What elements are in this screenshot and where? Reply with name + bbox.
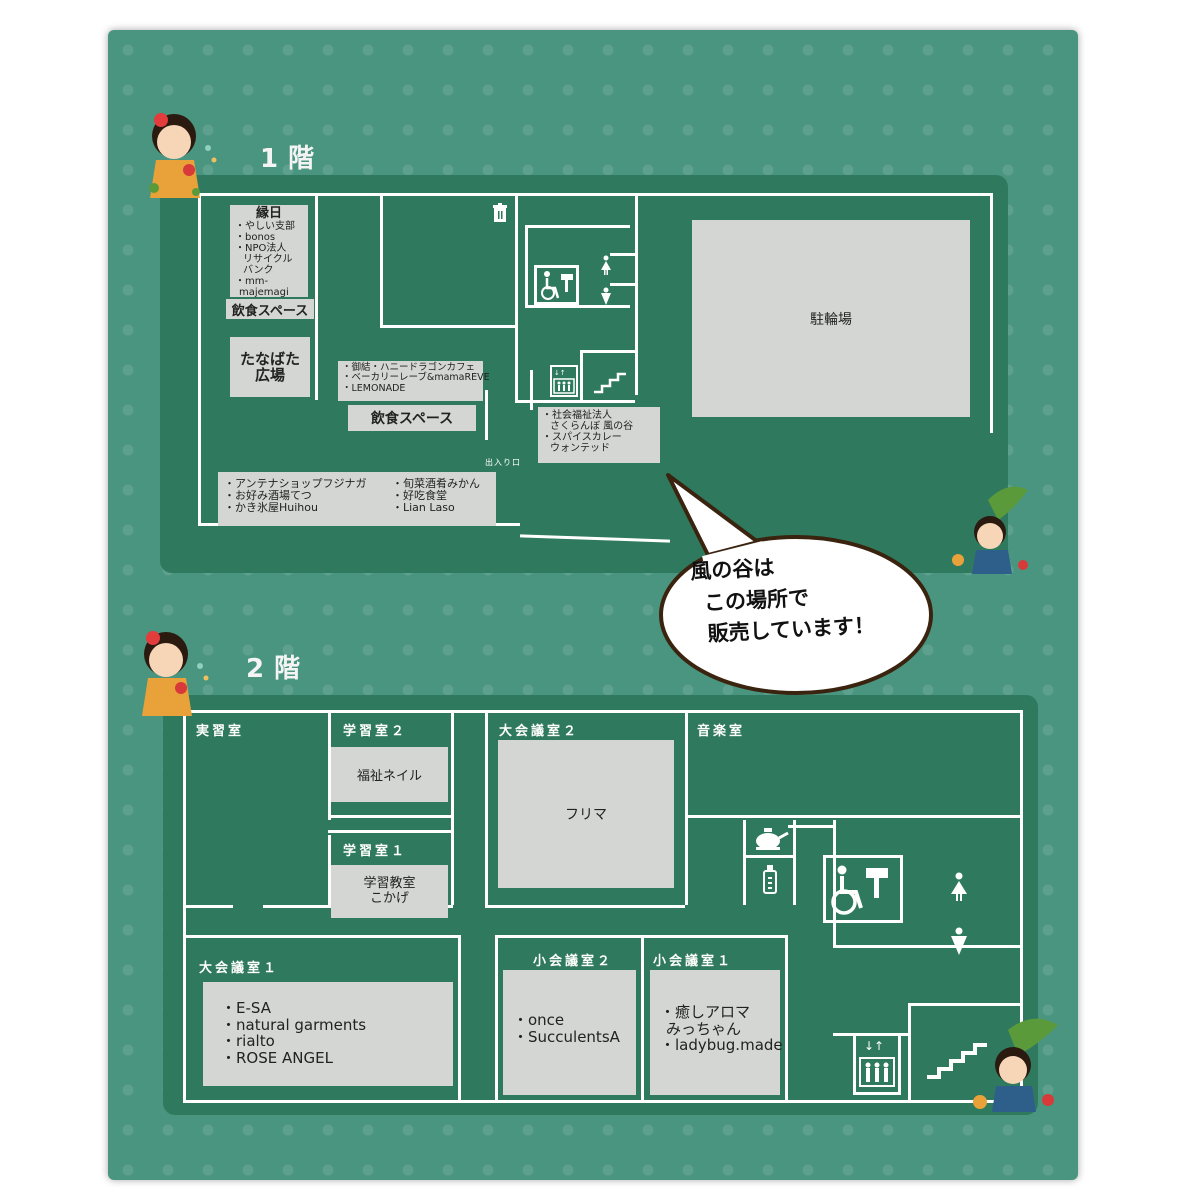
- study-room-1-label: 学習室１: [343, 844, 408, 859]
- wheelchair-icon: [541, 271, 573, 300]
- kokage-stall: 学習教室 こかげ: [331, 865, 448, 918]
- cafe-line: ・ベーカリーレーブ&mamaREVE: [342, 372, 490, 384]
- music-room-label: 音楽室: [697, 724, 746, 739]
- stall-line: みっちゃん: [666, 1019, 742, 1038]
- small-conference-room-1-stalls: ・癒しアロマ みっちゃん ・ladybug.made: [650, 970, 783, 1095]
- kokage-line: こかげ: [369, 890, 409, 906]
- large-conference-room-1-stalls: ・E-SA ・natural garments ・rialto ・ROSE AN…: [203, 982, 453, 1086]
- small-conference-room-2-label: 小会議室２: [533, 954, 614, 969]
- male-icon: [951, 927, 967, 955]
- cafe-line: ・御結・ハニードラゴンカフェ: [342, 362, 476, 373]
- ennichi-title: 縁日: [255, 206, 282, 221]
- shunsai-line: ・Lian Laso: [392, 501, 455, 515]
- trash-icon: [493, 203, 507, 222]
- baby-bottle-icon: [763, 865, 777, 894]
- antenna-stalls: ・アンテナショップフジナガ ・お好み酒場てつ ・かき氷屋Huihou: [218, 472, 386, 526]
- stairs-icon: [927, 1043, 987, 1079]
- boy-character-illustration: [973, 1018, 1058, 1112]
- entrance-label: 出入り口: [485, 458, 521, 467]
- tanabata-line: たなばた: [239, 349, 300, 368]
- welfare-nail-stall: 福祉ネイル: [331, 747, 448, 802]
- eating-space-1: 飲食スペース: [226, 299, 314, 319]
- kettle-icon: [756, 828, 789, 850]
- flea-market-stall: フリマ: [498, 740, 674, 888]
- stall-line: ・ROSE ANGEL: [221, 1048, 333, 1067]
- stall-line: ・rialto: [221, 1032, 275, 1050]
- cafe-line: ・LEMONADE: [342, 382, 406, 394]
- kokage-line: 学習教室: [363, 876, 416, 892]
- ennichi-item: ・bonos: [235, 232, 276, 244]
- ennichi-stall: 縁日 ・やしい支部 ・bonos ・NPO法人 リサイクル バンク ・mm- m…: [230, 205, 308, 299]
- floor1-title: 1階: [260, 144, 325, 174]
- speech-bubble-text: 風の谷は この場所で 販売しています！: [690, 547, 876, 651]
- female-icon: [601, 255, 611, 275]
- practice-room-label: 実習室: [196, 724, 245, 739]
- ennichi-item: majemagi: [239, 287, 289, 299]
- cafe-stalls: ・御結・ハニードラゴンカフェ ・ベーカリーレーブ&mamaREVE ・LEMON…: [338, 361, 490, 401]
- sakuranbo-line: ・スパイスカレー: [542, 432, 622, 443]
- large-conference-room-1-label: 大会議室１: [199, 961, 280, 976]
- accessible-toilet: [534, 265, 579, 305]
- accessible-toilet-2f: [823, 855, 903, 923]
- ennichi-item: ・NPO法人: [235, 243, 287, 255]
- elevator-icon: ↓↑: [553, 369, 575, 394]
- antenna-line: ・かき氷屋Huihou: [224, 501, 318, 515]
- small-conference-room-2-stalls: ・once ・SucculentsA: [503, 970, 636, 1095]
- stall-line: ・癒しアロマ: [660, 1003, 751, 1021]
- girl-character-illustration: [142, 631, 209, 716]
- bicycle-parking: 駐輪場: [692, 220, 970, 417]
- stairs-icon: [594, 372, 626, 394]
- svg-text:↓↑: ↓↑: [554, 369, 566, 377]
- male-icon: [601, 287, 611, 305]
- shunsai-line: ・好吃食堂: [392, 489, 447, 503]
- stall-line: ・ladybug.made: [660, 1036, 783, 1054]
- elevator: ↓↑: [550, 365, 578, 397]
- floor2-plan: ↓↑ 実習室 学習室２ 学習室１ 大会議室２ 音楽室 大会議室１ 小会議室２ 小…: [163, 695, 1038, 1115]
- female-icon: [951, 872, 967, 901]
- ennichi-item: ・mm-: [235, 276, 269, 288]
- stall-line: ・once: [513, 1011, 565, 1029]
- wheelchair-icon: [831, 865, 888, 915]
- tanabata-plaza: たなばた 広場: [230, 337, 310, 397]
- shunsai-stalls: ・旬菜酒肴みかん ・好吃食堂 ・Lian Laso: [386, 472, 496, 526]
- ennichi-item: バンク: [243, 265, 274, 277]
- sakuranbo-line: ウォンテッド: [550, 443, 610, 454]
- floor2-title: 2階: [246, 654, 311, 684]
- floor1-plan: ↓↑ 出入り口 縁日 ・やしい支部 ・bonos ・NPO法人 リサイクル バン…: [160, 175, 1008, 573]
- sakuranbo-line: ・社会福祉法人: [542, 410, 612, 421]
- elevator-2f: ↓↑: [853, 1033, 901, 1095]
- antenna-line: ・お好み酒場てつ: [224, 489, 312, 503]
- ennichi-item: ・やしい支部: [235, 221, 295, 233]
- boy-character-illustration: [952, 486, 1028, 574]
- eating-space-2: 飲食スペース: [348, 405, 476, 431]
- stall-line: ・E-SA: [221, 999, 271, 1017]
- sakuranbo-stall: ・社会福祉法人 さくらんぼ 風の谷 ・スパイスカレー ウォンテッド: [538, 407, 660, 463]
- shunsai-line: ・旬菜酒肴みかん: [392, 477, 480, 490]
- antenna-line: ・アンテナショップフジナガ: [224, 477, 367, 490]
- sakuranbo-line: さくらんぼ 風の谷: [550, 421, 634, 432]
- ennichi-item: リサイクル: [243, 254, 293, 266]
- floor-map-poster: 1階: [108, 30, 1078, 1180]
- tanabata-line: 広場: [254, 366, 285, 384]
- large-conference-room-2-label: 大会議室２: [499, 724, 580, 739]
- study-room-2-label: 学習室２: [343, 724, 408, 739]
- girl-character-illustration: [149, 113, 217, 198]
- elevator-icon: ↓↑: [859, 1039, 895, 1087]
- small-conference-room-1-label: 小会議室１: [653, 954, 734, 969]
- stall-line: ・natural garments: [221, 1015, 367, 1034]
- svg-text:↓↑: ↓↑: [864, 1039, 884, 1053]
- speech-bubble: [659, 473, 933, 695]
- stall-line: ・SucculentsA: [513, 1027, 620, 1046]
